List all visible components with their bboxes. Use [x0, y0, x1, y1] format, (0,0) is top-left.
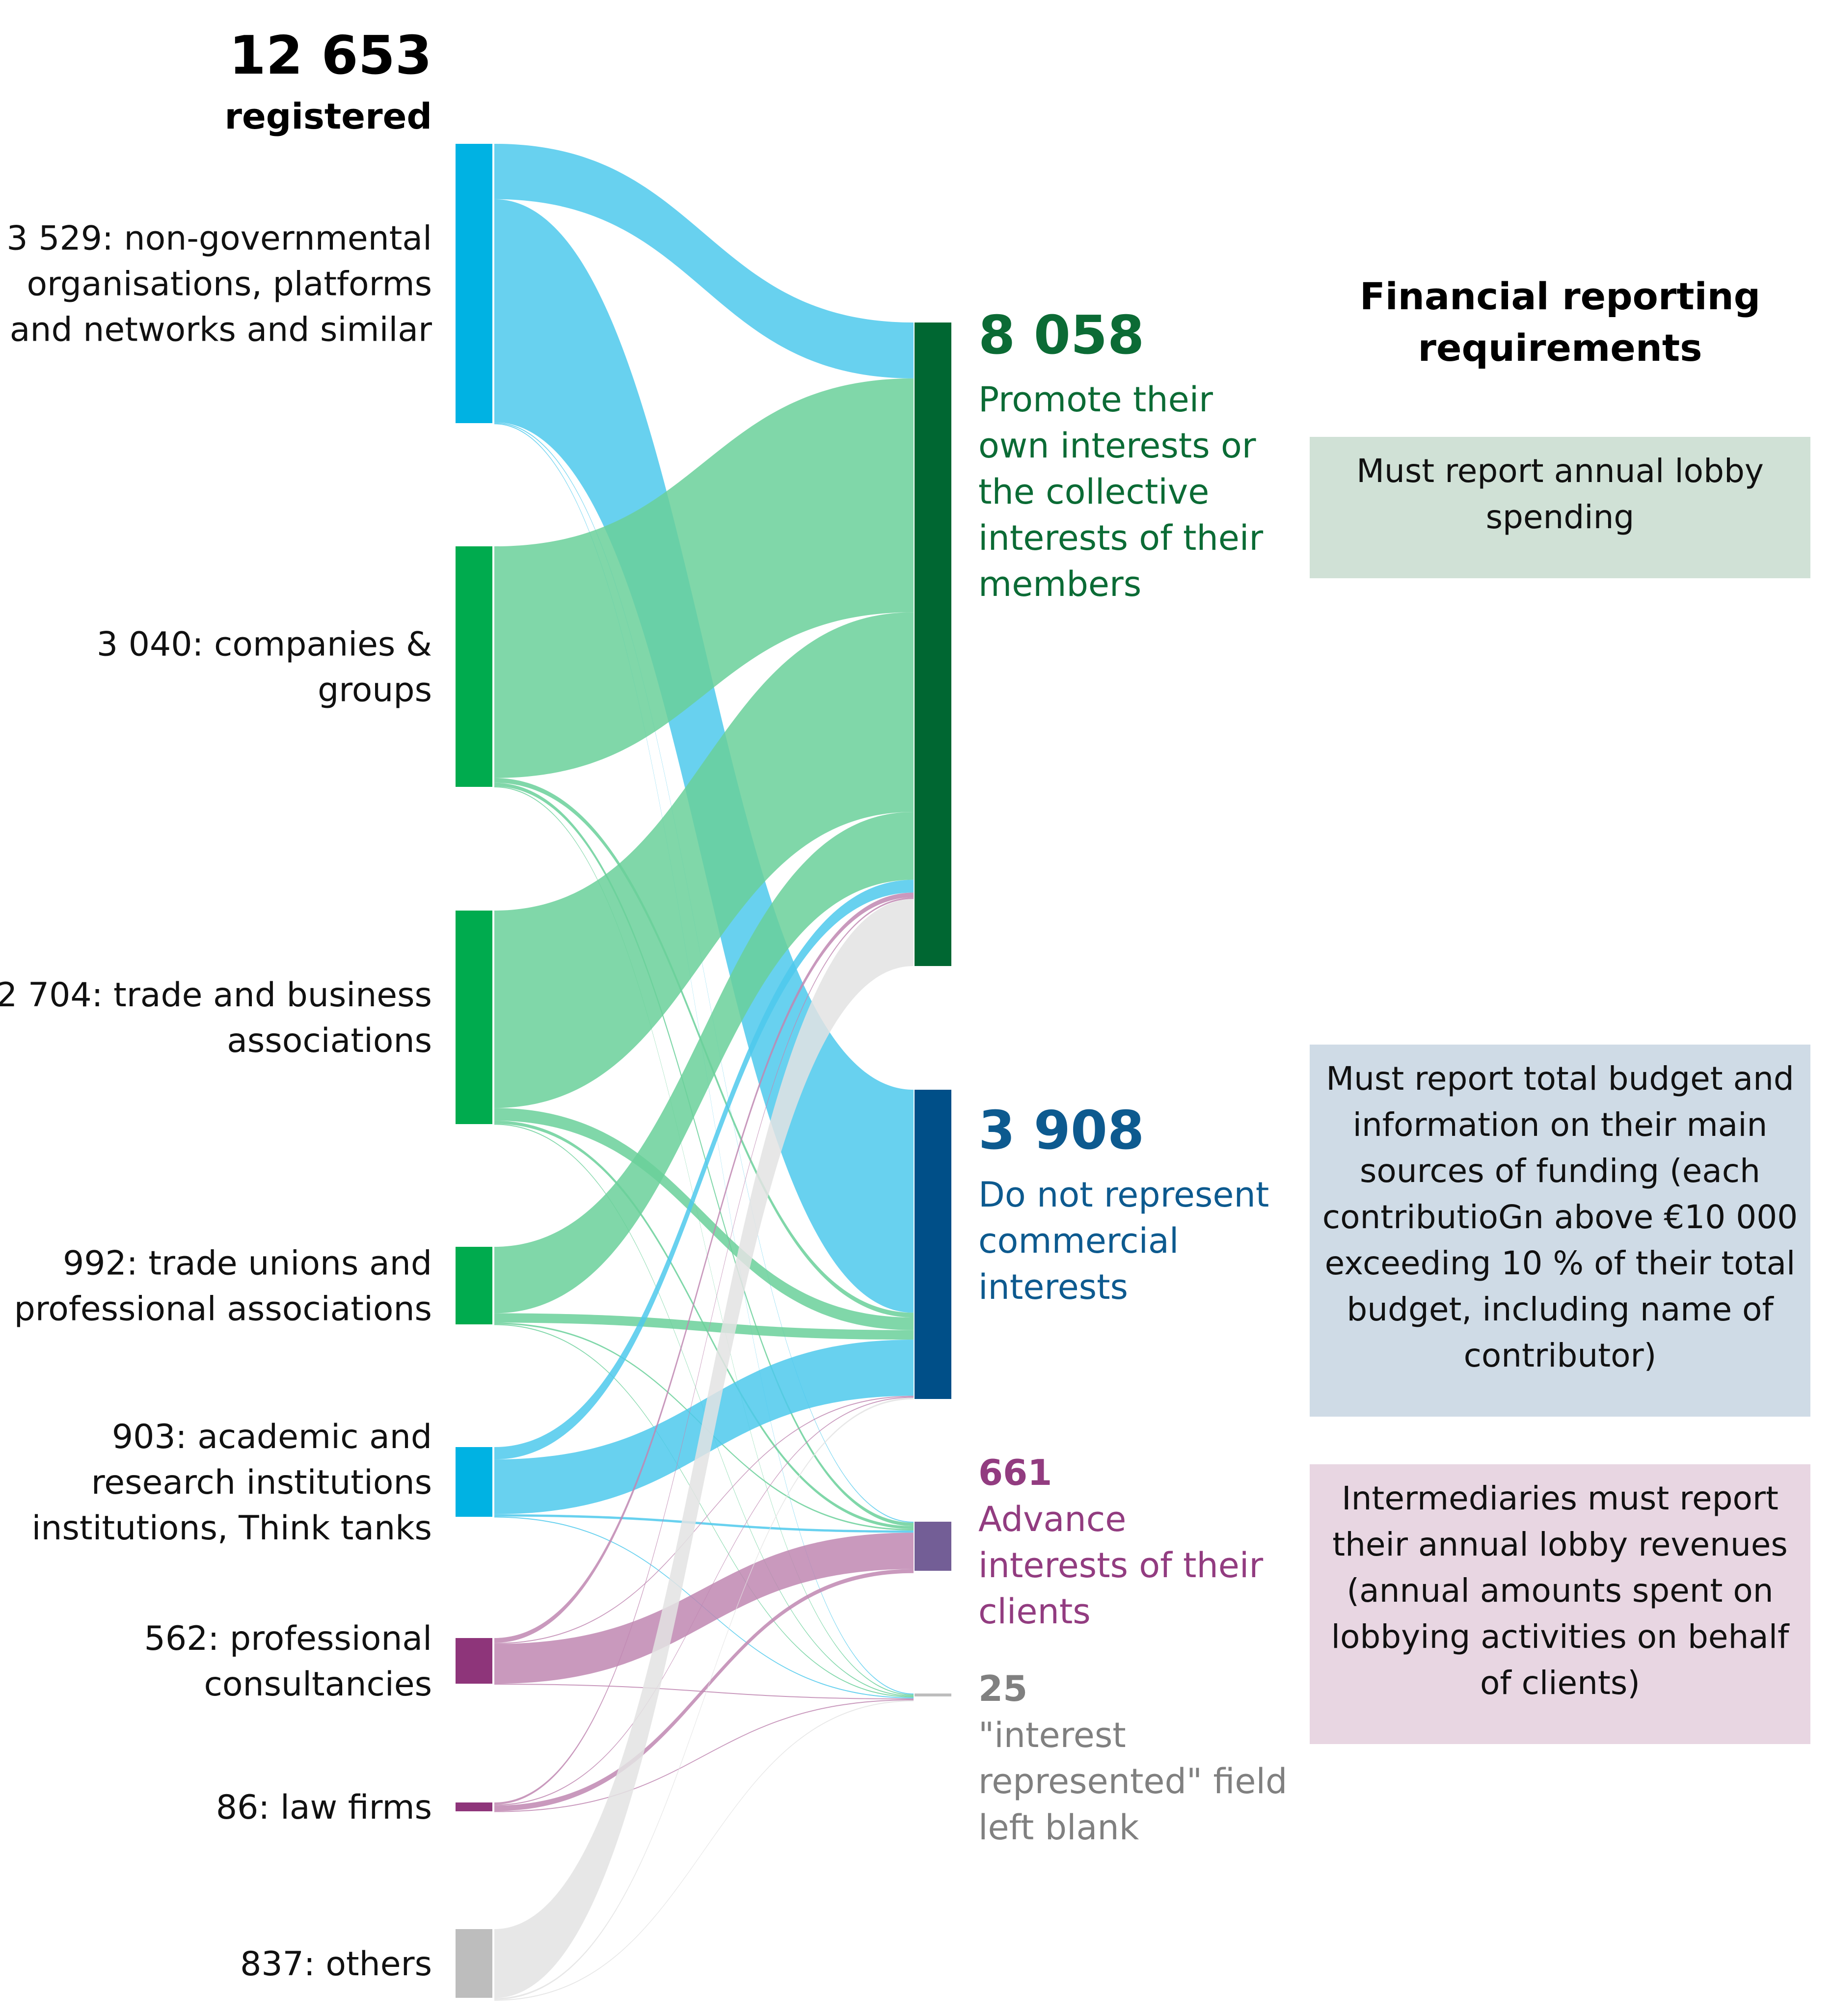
source-node-academic	[456, 1447, 492, 1517]
requirement-text-clients: lobbying activities on behalf	[1331, 1618, 1790, 1656]
target-label-own: interests of their	[978, 518, 1263, 558]
source-label-academic: institutions, Think tanks	[31, 1509, 432, 1548]
target-label-noncommercial: commercial	[978, 1221, 1179, 1261]
total-label: registered	[224, 96, 432, 137]
source-label-ngo: and networks and similar	[10, 311, 432, 349]
labels-layer: 12 653 registered 3 529: non-governmenta…	[0, 25, 1287, 1984]
link-law-to-own	[494, 897, 914, 1805]
requirement-box-own	[1310, 437, 1810, 578]
requirement-text-noncommercial: contributioGn above €10 000	[1322, 1198, 1798, 1236]
link-companies-to-blank	[494, 786, 914, 1695]
link-law-to-clients	[494, 1569, 914, 1811]
target-label-noncommercial: Do not represent	[978, 1175, 1269, 1215]
target-label-clients: interests of their	[978, 1545, 1263, 1586]
source-label-consultancies: 562: professional	[144, 1619, 432, 1658]
source-node-law	[456, 1802, 492, 1811]
source-label-others: 837: others	[240, 1945, 432, 1984]
source-label-academic: 903: academic and	[112, 1418, 432, 1456]
link-others-to-own	[494, 899, 914, 1998]
target-label-own: Promote their	[978, 379, 1213, 420]
requirement-text-noncommercial: Must report total budget and	[1326, 1060, 1794, 1098]
requirement-box-noncommercial	[1310, 1045, 1810, 1417]
link-academic-to-clients	[494, 1514, 914, 1533]
source-label-unions: professional associations	[14, 1290, 432, 1329]
link-unions-to-own	[494, 811, 914, 1314]
source-label-companies: groups	[318, 671, 432, 710]
source-label-consultancies: consultancies	[204, 1665, 432, 1704]
source-node-unions	[456, 1247, 492, 1324]
link-companies-to-own	[494, 378, 914, 778]
source-label-unions: 992: trade unions and	[63, 1244, 432, 1283]
link-others-to-noncommercial	[494, 1398, 914, 2000]
requirement-text-noncommercial: contributor)	[1464, 1337, 1657, 1374]
requirements-title: Financial reporting	[1360, 274, 1760, 318]
link-unions-to-blank	[494, 1324, 914, 1697]
requirement-text-noncommercial: budget, including name of	[1347, 1290, 1774, 1328]
link-law-to-noncommercial	[494, 1397, 914, 1806]
source-label-law: 86: law firms	[216, 1788, 432, 1827]
source-label-companies: 3 040: companies &	[97, 625, 432, 664]
source-label-trade: associations	[227, 1021, 432, 1060]
requirement-text-own: spending	[1486, 498, 1635, 536]
source-node-trade	[456, 911, 492, 1124]
total-number: 12 653	[229, 25, 432, 86]
target-number-own: 8 058	[978, 305, 1144, 366]
source-label-ngo: organisations, platforms	[27, 265, 432, 304]
requirement-text-clients: (annual amounts spent on	[1347, 1572, 1773, 1610]
requirement-text-own: Must report annual lobby	[1356, 452, 1764, 490]
link-consultancies-to-own	[494, 892, 914, 1643]
target-number-clients: 661	[978, 1452, 1052, 1493]
link-academic-to-own	[494, 880, 914, 1460]
requirement-text-noncommercial: information on their main	[1353, 1106, 1768, 1144]
target-label-blank: represented" field	[978, 1761, 1287, 1801]
source-node-ngo	[456, 144, 492, 423]
target-label-own: the collective	[978, 472, 1209, 512]
target-label-clients: Advance	[978, 1499, 1126, 1539]
links-layer	[494, 144, 914, 2001]
target-label-own: own interests or	[978, 426, 1256, 466]
link-unions-to-noncommercial	[494, 1313, 914, 1340]
link-others-to-blank	[494, 1700, 914, 2001]
target-node-noncommercial	[915, 1090, 951, 1399]
link-consultancies-to-clients	[494, 1532, 914, 1684]
target-label-noncommercial: interests	[978, 1267, 1128, 1307]
requirement-text-clients: Intermediaries must report	[1342, 1479, 1778, 1517]
requirement-text-noncommercial: sources of funding (each	[1360, 1152, 1760, 1190]
target-label-own: members	[978, 564, 1141, 604]
link-ngo-to-clients	[494, 422, 914, 1523]
target-number-blank: 25	[978, 1668, 1027, 1709]
source-node-consultancies	[456, 1638, 492, 1684]
target-node-blank	[915, 1693, 951, 1696]
target-number-noncommercial: 3 908	[978, 1100, 1144, 1161]
link-ngo-to-own	[494, 144, 914, 378]
requirement-text-noncommercial: exceeding 10 % of their total	[1325, 1244, 1796, 1282]
target-label-clients: clients	[978, 1591, 1091, 1632]
source-label-ngo: 3 529: non-governmental	[6, 219, 432, 258]
link-consultancies-to-noncommercial	[494, 1396, 914, 1644]
source-node-companies	[456, 546, 492, 787]
target-node-own	[915, 323, 951, 966]
target-label-blank: left blank	[978, 1807, 1139, 1848]
requirements-title: requirements	[1418, 326, 1702, 370]
target-label-blank: "interest	[978, 1715, 1126, 1755]
source-label-academic: research institutions	[91, 1463, 432, 1502]
link-companies-to-clients	[494, 782, 914, 1526]
requirement-box-clients	[1310, 1464, 1810, 1744]
source-node-others	[456, 1929, 492, 1998]
link-trade-to-noncommercial	[494, 1108, 914, 1330]
requirement-text-clients: of clients)	[1480, 1664, 1640, 1702]
requirement-text-clients: their annual lobby revenues	[1332, 1526, 1788, 1563]
target-node-clients	[915, 1522, 951, 1571]
nodes-layer	[456, 144, 951, 1998]
link-trade-to-own	[494, 612, 914, 1108]
link-law-to-blank	[494, 1699, 914, 1812]
source-label-trade: 2 704: trade and business	[0, 976, 432, 1015]
